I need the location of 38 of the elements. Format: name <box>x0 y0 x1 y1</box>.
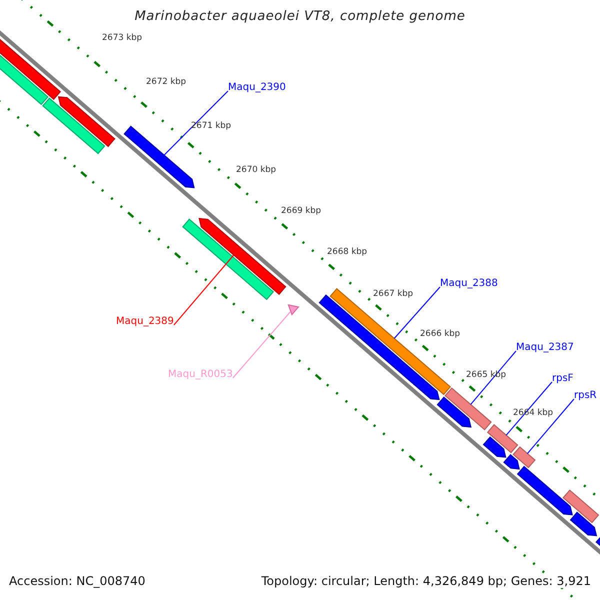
gene-feature <box>570 512 598 536</box>
leader-line <box>232 311 291 378</box>
scale-label: 2668 kbp <box>327 247 368 257</box>
gene-label: Maqu_2390 <box>228 82 286 94</box>
leader-line <box>470 350 516 405</box>
leader-line <box>394 286 440 339</box>
scale-label: 2672 kbp <box>146 77 186 87</box>
gene-feature <box>436 396 472 428</box>
gene-feature <box>182 218 274 300</box>
gene-feature <box>42 98 106 154</box>
scale-label: 2669 kbp <box>281 206 322 216</box>
gene-feature <box>562 490 600 524</box>
leader-line <box>164 90 228 156</box>
gene-feature <box>482 436 506 458</box>
gene-label: Maqu_2388 <box>440 278 498 290</box>
gene-label: Maqu_R0053 <box>168 369 233 381</box>
title: Marinobacter aquaeolei VT8, complete genome <box>134 9 466 24</box>
gene-label: rpsF <box>552 373 574 385</box>
scale-label: 2667 kbp <box>373 289 414 299</box>
gene-feature <box>516 466 573 516</box>
leader-line <box>526 398 574 454</box>
scale-label: 2671 kbp <box>191 121 232 131</box>
gene-feature <box>58 96 116 148</box>
scale-label: 2666 kbp <box>420 329 460 339</box>
gene-feature <box>512 446 536 468</box>
gene-marker <box>288 304 300 316</box>
gene-feature <box>444 387 492 430</box>
gene-label: Maqu_2387 <box>516 342 574 354</box>
accession-text: Accession: NC_008740 <box>9 574 146 588</box>
gene-feature <box>198 218 286 295</box>
gene-feature <box>486 424 518 454</box>
gene-label: Maqu_2389 <box>116 316 174 328</box>
scale-label: 2670 kbp <box>236 165 276 175</box>
leader-line <box>173 254 234 326</box>
leader-line <box>506 382 552 436</box>
gene-label: rpsR <box>574 390 597 402</box>
genome-info-text: Topology: circular; Length: 4,326,849 bp; Genes: 3,921 <box>261 574 591 588</box>
scale-label: 2673 kbp <box>102 33 142 43</box>
